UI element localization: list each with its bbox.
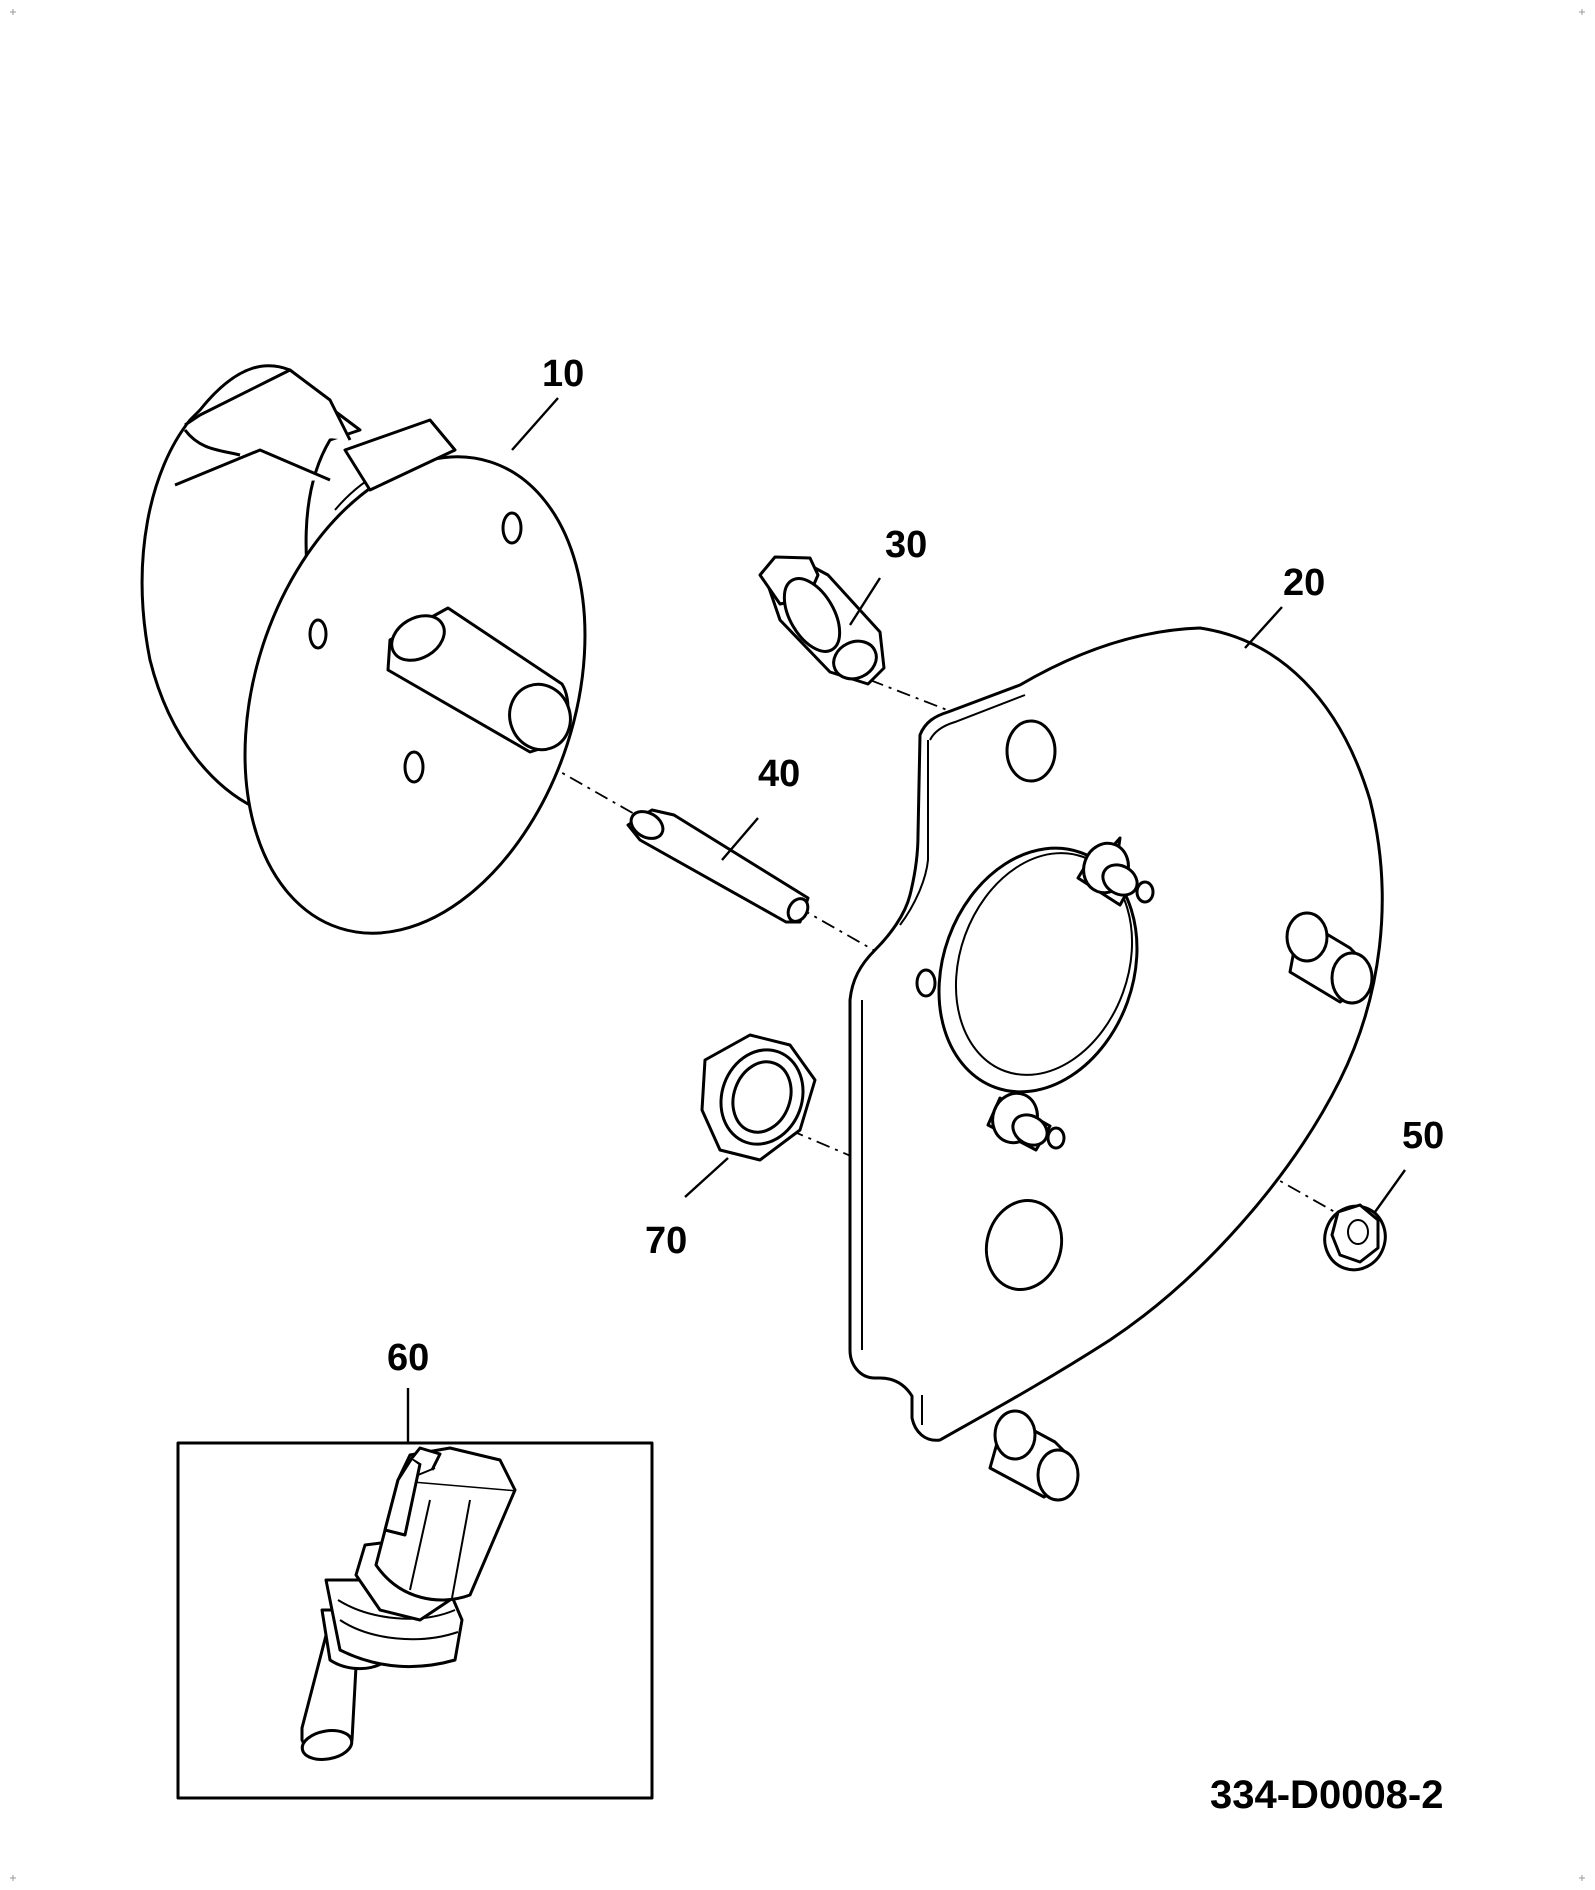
leader-40 [721, 817, 759, 861]
part-60-temperature-sender [300, 1446, 517, 1761]
callout-10: 10 [542, 353, 584, 395]
leader-20 [1244, 606, 1283, 649]
callout-labels: 10 30 20 40 50 70 60 [387, 353, 1444, 1379]
callout-20: 20 [1283, 562, 1325, 604]
callout-60: 60 [387, 1337, 429, 1379]
callout-50: 50 [1402, 1115, 1444, 1157]
callout-40: 40 [758, 753, 800, 795]
crop-marks [10, 9, 1585, 1881]
part-40-pin [626, 808, 810, 924]
part-70-hex-nut [700, 1033, 817, 1162]
leader-10 [511, 397, 559, 451]
callout-30: 30 [885, 524, 927, 566]
part-20-mounting-plate [848, 626, 1384, 1502]
part-50-flange-nut [1323, 1203, 1387, 1272]
part-30-flange-bolt [758, 555, 886, 686]
leader-lines [406, 397, 1406, 1443]
part-10-sensor-housing [140, 364, 587, 935]
callout-70: 70 [645, 1220, 687, 1262]
leader-30 [848, 577, 882, 626]
document-number: 334-D0008-2 [1210, 1773, 1444, 1817]
leader-70 [684, 1157, 729, 1198]
leader-50 [1374, 1169, 1406, 1213]
